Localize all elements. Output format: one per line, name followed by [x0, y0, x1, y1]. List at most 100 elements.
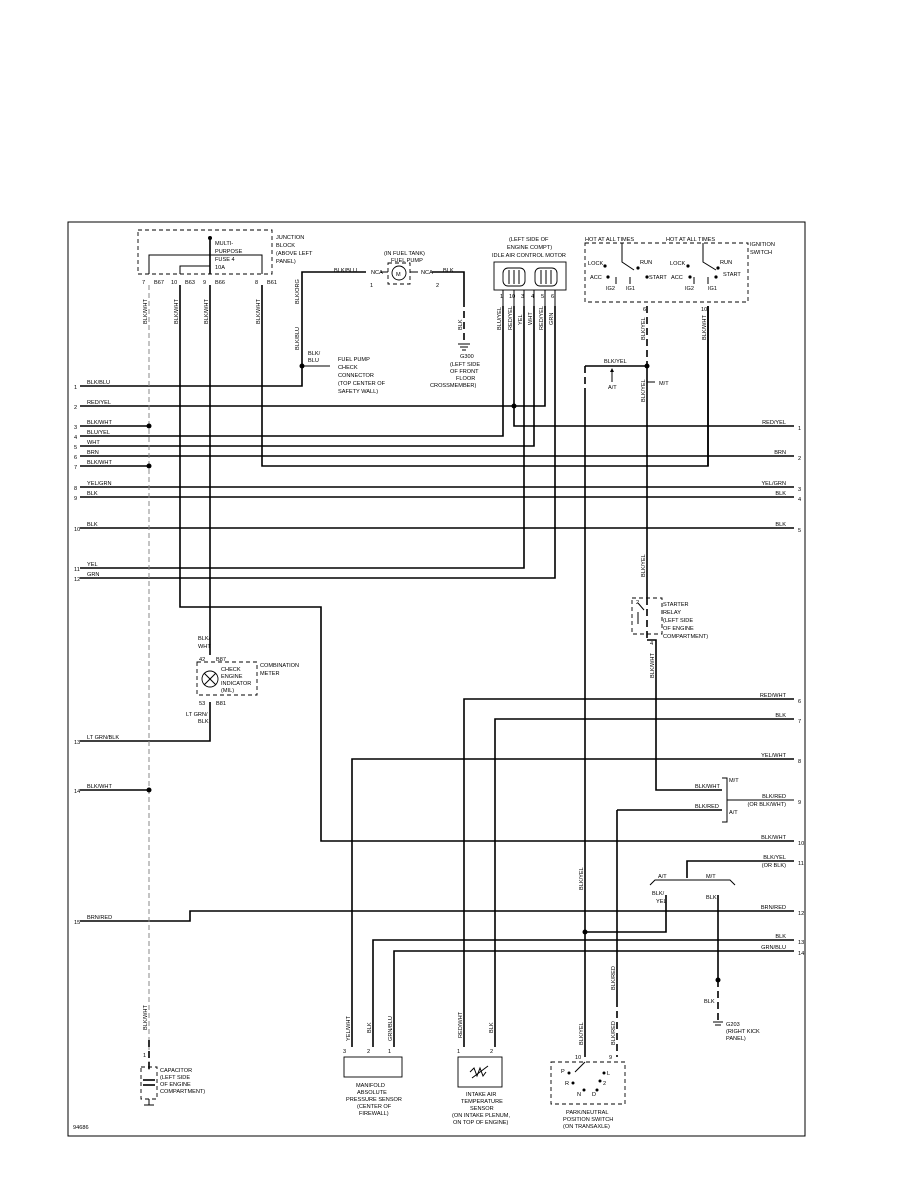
iat-label-2: TEMPERATURE: [461, 1099, 503, 1105]
iac-wire-6: GRN: [549, 313, 555, 325]
iac-wire-4: WHT: [528, 312, 534, 325]
jb-pin-9: 9: [203, 280, 206, 286]
left-pin-number: 8: [74, 486, 77, 492]
left-pin-wire-label: BLK/WHT: [87, 460, 112, 466]
right-pin-wire-label: BLK: [775, 522, 786, 528]
split11-mt: M/T: [706, 874, 716, 880]
right-pin-number: 5: [798, 528, 801, 534]
ign-r-ig2: IG2: [685, 286, 694, 292]
right-pin-number: 9: [798, 800, 801, 806]
cap-label-2: (LEFT SIDE: [160, 1075, 190, 1081]
map-label-2: ABSOLUTE: [357, 1090, 387, 1096]
ign-r-lock: LOCK: [670, 261, 686, 267]
left-pin-wire-label: BLK: [87, 491, 98, 497]
right-pin-wire-label: (OR BLK): [762, 863, 786, 869]
mil-1: CHECK: [221, 667, 241, 673]
iat-wire-1: RED/WHT: [458, 1011, 464, 1038]
idle-air-control-motor: (LEFT SIDE OF ENGINE COMPT) IDLE AIR CON…: [492, 237, 567, 330]
nca-left: NCA: [371, 270, 383, 276]
left-pin-number: 11: [74, 567, 80, 573]
ign-r-ig1: IG1: [708, 286, 717, 292]
iac-pin-10: 10: [509, 294, 515, 300]
fuel-pump-check-connector: BLK/ BLU FUEL PUMP CHECK CONNECTOR (TOP …: [302, 351, 386, 395]
right-pin-wire-label: BLK/RED: [762, 794, 786, 800]
iac-wire-2: RED/YEL: [508, 306, 514, 330]
wire-9-mt: BLK/WHT: [695, 784, 720, 790]
meter-code-b81: B81: [216, 701, 226, 707]
iac-wire-3: YEL: [518, 314, 524, 325]
meter-pin-53: 53: [199, 701, 205, 707]
pnp-wire-2: BLK/RED: [611, 966, 617, 990]
right-pin-wire-label: BRN: [774, 450, 786, 456]
pnp-wire-1: BLK/YEL: [579, 867, 585, 890]
jb-pin-10: 10: [171, 280, 177, 286]
left-pin-wire-label: BLK/WHT: [87, 784, 112, 790]
cap-pin: 1: [143, 1053, 146, 1059]
right-pin-wire-label: YEL/GRN: [761, 481, 786, 487]
meter-wire-out-2: BLK: [198, 719, 209, 725]
pnp-label-2: POSITION SWITCH: [563, 1117, 613, 1123]
fuel-pump-label: FUEL PUMP: [391, 258, 423, 264]
left-pin-number: 6: [74, 455, 77, 461]
ign-l-lock: LOCK: [588, 261, 604, 267]
iat-wire-2: BLK: [489, 1022, 495, 1033]
left-pin-number: 3: [74, 425, 77, 431]
g203-loc-2: PANEL): [726, 1036, 746, 1042]
split11-mt-wire: BLK: [706, 895, 717, 901]
nca-right: NCA: [421, 270, 433, 276]
map-wire-3: GRN/BLU: [388, 1016, 394, 1041]
map-label-5: FIREWALL): [359, 1111, 389, 1117]
right-pin-number: 6: [798, 699, 801, 705]
ign-l-ig2: IG2: [606, 286, 615, 292]
right-pin-wire-label: RED/YEL: [762, 420, 786, 426]
g300-loc-2: OF FRONT: [450, 369, 479, 375]
meter-wire-out-1: LT GRN/: [186, 712, 208, 718]
cap-label-1: CAPACITOR: [160, 1068, 192, 1074]
relay-label-4: OF ENGINE: [663, 626, 694, 632]
meter-code-b87: B87: [216, 657, 226, 663]
wire-blk-blu-down: BLK/BLU: [295, 327, 301, 350]
jb-code-b61: B61: [267, 280, 277, 286]
right-pin-number: 12: [798, 911, 804, 917]
right-pin-wire-label: BLK/YEL: [763, 855, 786, 861]
split-blk-yel-down: BLK/YEL: [641, 379, 647, 402]
right-pin-wire-label: YEL/WHT: [761, 753, 786, 759]
wire-9-at: BLK/RED: [695, 804, 719, 810]
right-pin-wire-label: RED/WHT: [760, 693, 787, 699]
jb-code-b67: B67: [154, 280, 164, 286]
ignition-label-2: SWITCH: [750, 250, 772, 256]
cap-label-3: OF ENGINE: [160, 1082, 191, 1088]
right-pin-wire-label: GRN/BLU: [761, 945, 786, 951]
left-pin-number: 14: [74, 789, 80, 795]
right-pin-wire-label: BLK: [775, 713, 786, 719]
left-pin-wire-label: BLK/WHT: [87, 420, 112, 426]
park-neutral-position-switch: BLK/YEL BLK/YEL BLK/RED BLK/RED 10 9 P R…: [550, 867, 626, 1130]
right-pin-number: 1: [798, 426, 801, 432]
check-wire-1: BLK/: [308, 351, 321, 357]
ign-l-acc: ACC: [590, 275, 602, 281]
splice-points: [146, 363, 650, 935]
right-pin-wire-label: BLK: [775, 934, 786, 940]
ground-g203: BLK G203 (RIGHT KICK PANEL): [704, 977, 760, 1042]
left-pin-number: 10: [74, 527, 80, 533]
iat-sensor: RED/WHT BLK 1 2 INTAKE AIR TEMPERATURE S…: [452, 1011, 510, 1126]
left-pin-wire-label: WHT: [87, 440, 100, 446]
ign-r-run: RUN: [720, 260, 732, 266]
wire-blk-top: BLK: [443, 268, 454, 274]
jb-pin-8: 8: [255, 280, 258, 286]
cap-wire: BLK/WHT: [143, 1005, 149, 1030]
right-pin-number: 4: [798, 497, 801, 503]
fuse-label-4: 10A: [215, 265, 225, 271]
right-pin-number: 2: [798, 456, 801, 462]
g203-loc-1: (RIGHT KICK: [726, 1029, 760, 1035]
check-label-1: FUEL PUMP: [338, 357, 370, 363]
right-connector-pins: 1RED/YEL2BRN3YEL/GRN4BLK5BLK6RED/WHT7BLK…: [747, 420, 804, 957]
check-label-4: (TOP CENTER OF: [338, 381, 386, 387]
check-wire-2: BLU: [308, 358, 319, 364]
split11-at: A/T: [658, 874, 667, 880]
left-pin-wire-label: BLK: [87, 522, 98, 528]
pnp-wire-2-low: BLK/RED: [611, 1021, 617, 1045]
split-blk-yel: BLK/YEL: [604, 359, 627, 365]
g300-loc-3: FLOOR: [456, 376, 475, 382]
iac-pin-1: 1: [500, 294, 503, 300]
